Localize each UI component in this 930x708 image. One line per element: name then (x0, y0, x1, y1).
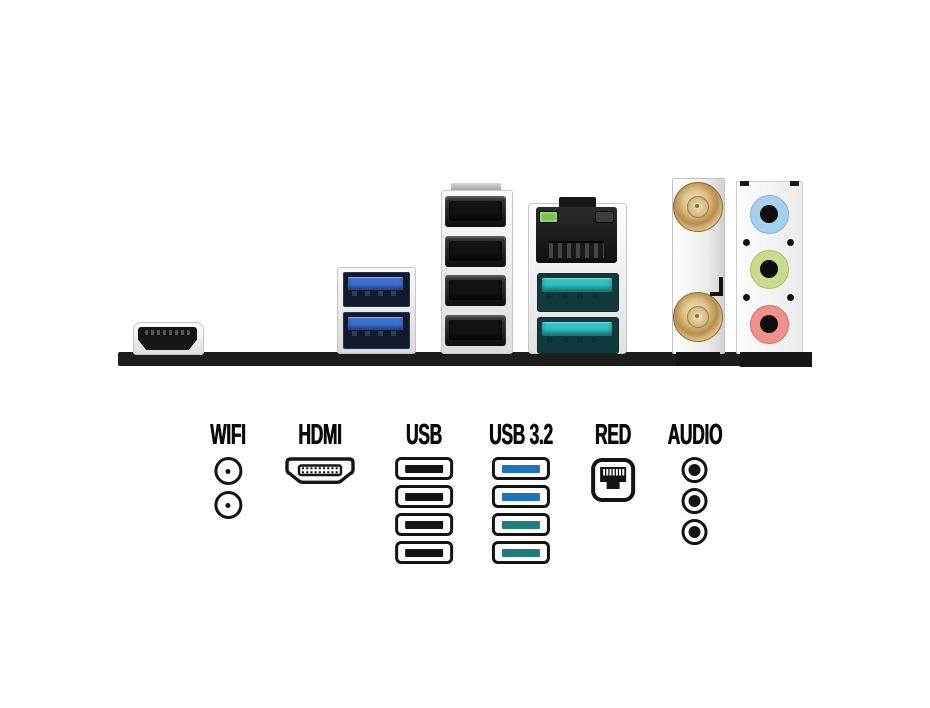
legend-label-usb: USB (406, 419, 442, 451)
usb3-contacts (352, 331, 400, 336)
usb2-port (445, 196, 506, 227)
pcb-edge-bar (118, 352, 812, 366)
usb3-contacts (352, 291, 400, 296)
usb2-port (445, 275, 506, 306)
audio-jack-icon (681, 488, 708, 514)
antenna-pin-dot (225, 502, 231, 508)
usb32-tongue (542, 278, 612, 292)
usb-tongue-bar (501, 548, 540, 557)
usb2-cavity (449, 320, 502, 340)
lan-led-green (539, 211, 558, 223)
ethernet-pins (549, 241, 604, 258)
usb2-cavity (449, 201, 502, 221)
usb-tongue-bar (404, 548, 443, 557)
antenna-connector-icon (213, 491, 242, 519)
usb3-port (343, 312, 410, 349)
audio-jack-icon (681, 457, 708, 483)
audio-jack-bracket (736, 181, 803, 354)
usb-tongue-bar (501, 464, 540, 473)
screw-dot (743, 239, 750, 246)
usb-port-icon (491, 485, 550, 508)
antenna-pin-dot (225, 468, 231, 474)
usb32-port (537, 317, 619, 354)
bracket-tab (740, 181, 749, 186)
bracket-clip (710, 277, 723, 296)
legend-column-red: RED (583, 421, 643, 503)
usb-tongue-bar (501, 520, 540, 529)
hdmi-connector-icon (285, 457, 355, 484)
ethernet-port (536, 207, 617, 263)
antenna-bracket-base (676, 352, 720, 366)
usb-port-icon (491, 513, 550, 536)
legend-column-audio: AUDIO (650, 421, 741, 550)
antenna-connector-icon (213, 457, 242, 485)
lan-led-dark (595, 211, 614, 223)
audio-jack-hole (688, 526, 701, 538)
usb-port-icon (394, 541, 453, 564)
usb2-cavity (449, 280, 502, 300)
usb3-port (343, 272, 410, 307)
legend-label-hdmi: HDMI (298, 419, 342, 451)
legend-column-hdmi: HDMI (283, 421, 357, 485)
usb2-port-stack (441, 190, 513, 354)
screw-dot (787, 239, 794, 246)
sma-pin (695, 204, 699, 208)
sma-antenna-connector (673, 292, 723, 342)
usb32-contacts (547, 337, 607, 343)
usb-tongue-bar (404, 464, 443, 473)
usb32-tongue (542, 322, 612, 336)
jack-hole (760, 315, 778, 333)
jack-hole (760, 205, 778, 223)
usb3-tongue (348, 277, 403, 290)
usb3-port-stack (337, 267, 416, 354)
audio-jack-hole (688, 495, 701, 507)
audio-jack-icon (681, 519, 708, 545)
usb-port-icon (394, 513, 453, 536)
bracket-tab (790, 181, 799, 186)
audio-jack-hole (688, 464, 701, 476)
screw-dot (743, 294, 750, 301)
legend-label-usb32: USB 3.2 (489, 419, 553, 451)
usb32-contacts (547, 293, 607, 299)
usb2-port (445, 315, 506, 346)
screw-dot (787, 294, 794, 301)
hdmi-port (133, 322, 204, 355)
sma-antenna-connector (673, 182, 723, 232)
usb3-tongue (348, 317, 403, 330)
usb-tongue-bar (404, 492, 443, 501)
usb32-port (537, 273, 619, 312)
rj45-latch-tab (559, 197, 596, 207)
legend-label-wifi: WIFI (210, 419, 246, 451)
hdmi-cavity (138, 327, 197, 350)
usb2-cavity (449, 241, 502, 261)
lan-usb32-block (528, 197, 627, 354)
legend-label-audio: AUDIO (667, 419, 723, 451)
ethernet-jack-icon (590, 458, 635, 502)
mic-in-jack (750, 305, 789, 344)
audio-bracket-base (740, 352, 812, 367)
usb-port-icon (491, 541, 550, 564)
sma-pin (695, 314, 699, 318)
legend-column-usb32: USB 3.2 (468, 421, 574, 569)
jack-hole (760, 260, 778, 278)
usb-port-icon (394, 485, 453, 508)
usb-port-icon (491, 457, 550, 480)
usb2-port (445, 236, 506, 267)
usb-port-icon (394, 457, 453, 480)
usb-tongue-bar (404, 520, 443, 529)
line-out-jack (750, 250, 789, 289)
hdmi-pins (145, 330, 190, 335)
usb-tongue-bar (501, 492, 540, 501)
line-in-jack (750, 195, 789, 234)
legend-label-red: RED (595, 419, 631, 451)
wifi-antenna-bracket (672, 178, 725, 354)
legend-column-wifi: WIFI (198, 421, 257, 525)
bracket-tab (451, 183, 501, 192)
legend-column-usb: USB (394, 421, 454, 569)
